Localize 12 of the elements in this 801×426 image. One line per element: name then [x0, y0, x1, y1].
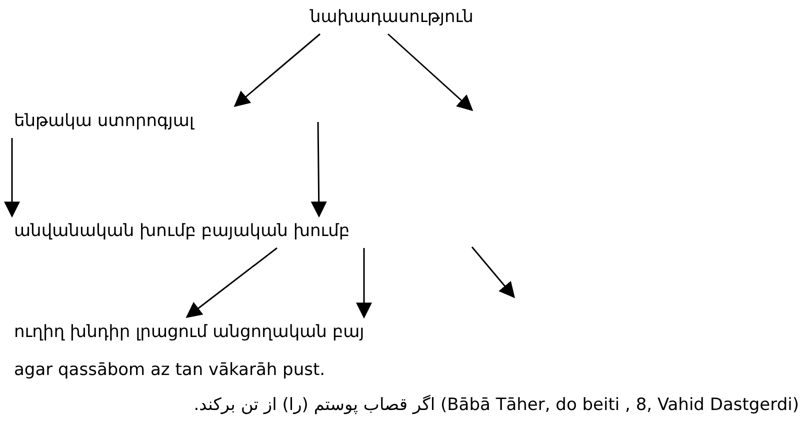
node-text: նախադասություն: [310, 6, 474, 28]
arrow: [356, 248, 372, 319]
arrow: [310, 122, 327, 218]
arrow: [186, 247, 278, 318]
arrow: [4, 138, 20, 218]
transliteration-text: agar qassābom az tan vākarāh pust.: [14, 359, 326, 381]
node-text: անվանական խումբ բայական խումբ: [14, 220, 350, 242]
citation-text: (Bābā Tāher, do beiti , 8, Vahid Dastgerdi) اگر قصاب پوستم (را) از تن برکند.: [194, 394, 799, 416]
node-text: ուղիղ խնդիր լրացում անցողական բայ: [14, 321, 364, 343]
arrow: [388, 33, 474, 112]
arrow: [234, 33, 320, 108]
node-text: ենթակա ստորոգյալ: [14, 110, 194, 132]
